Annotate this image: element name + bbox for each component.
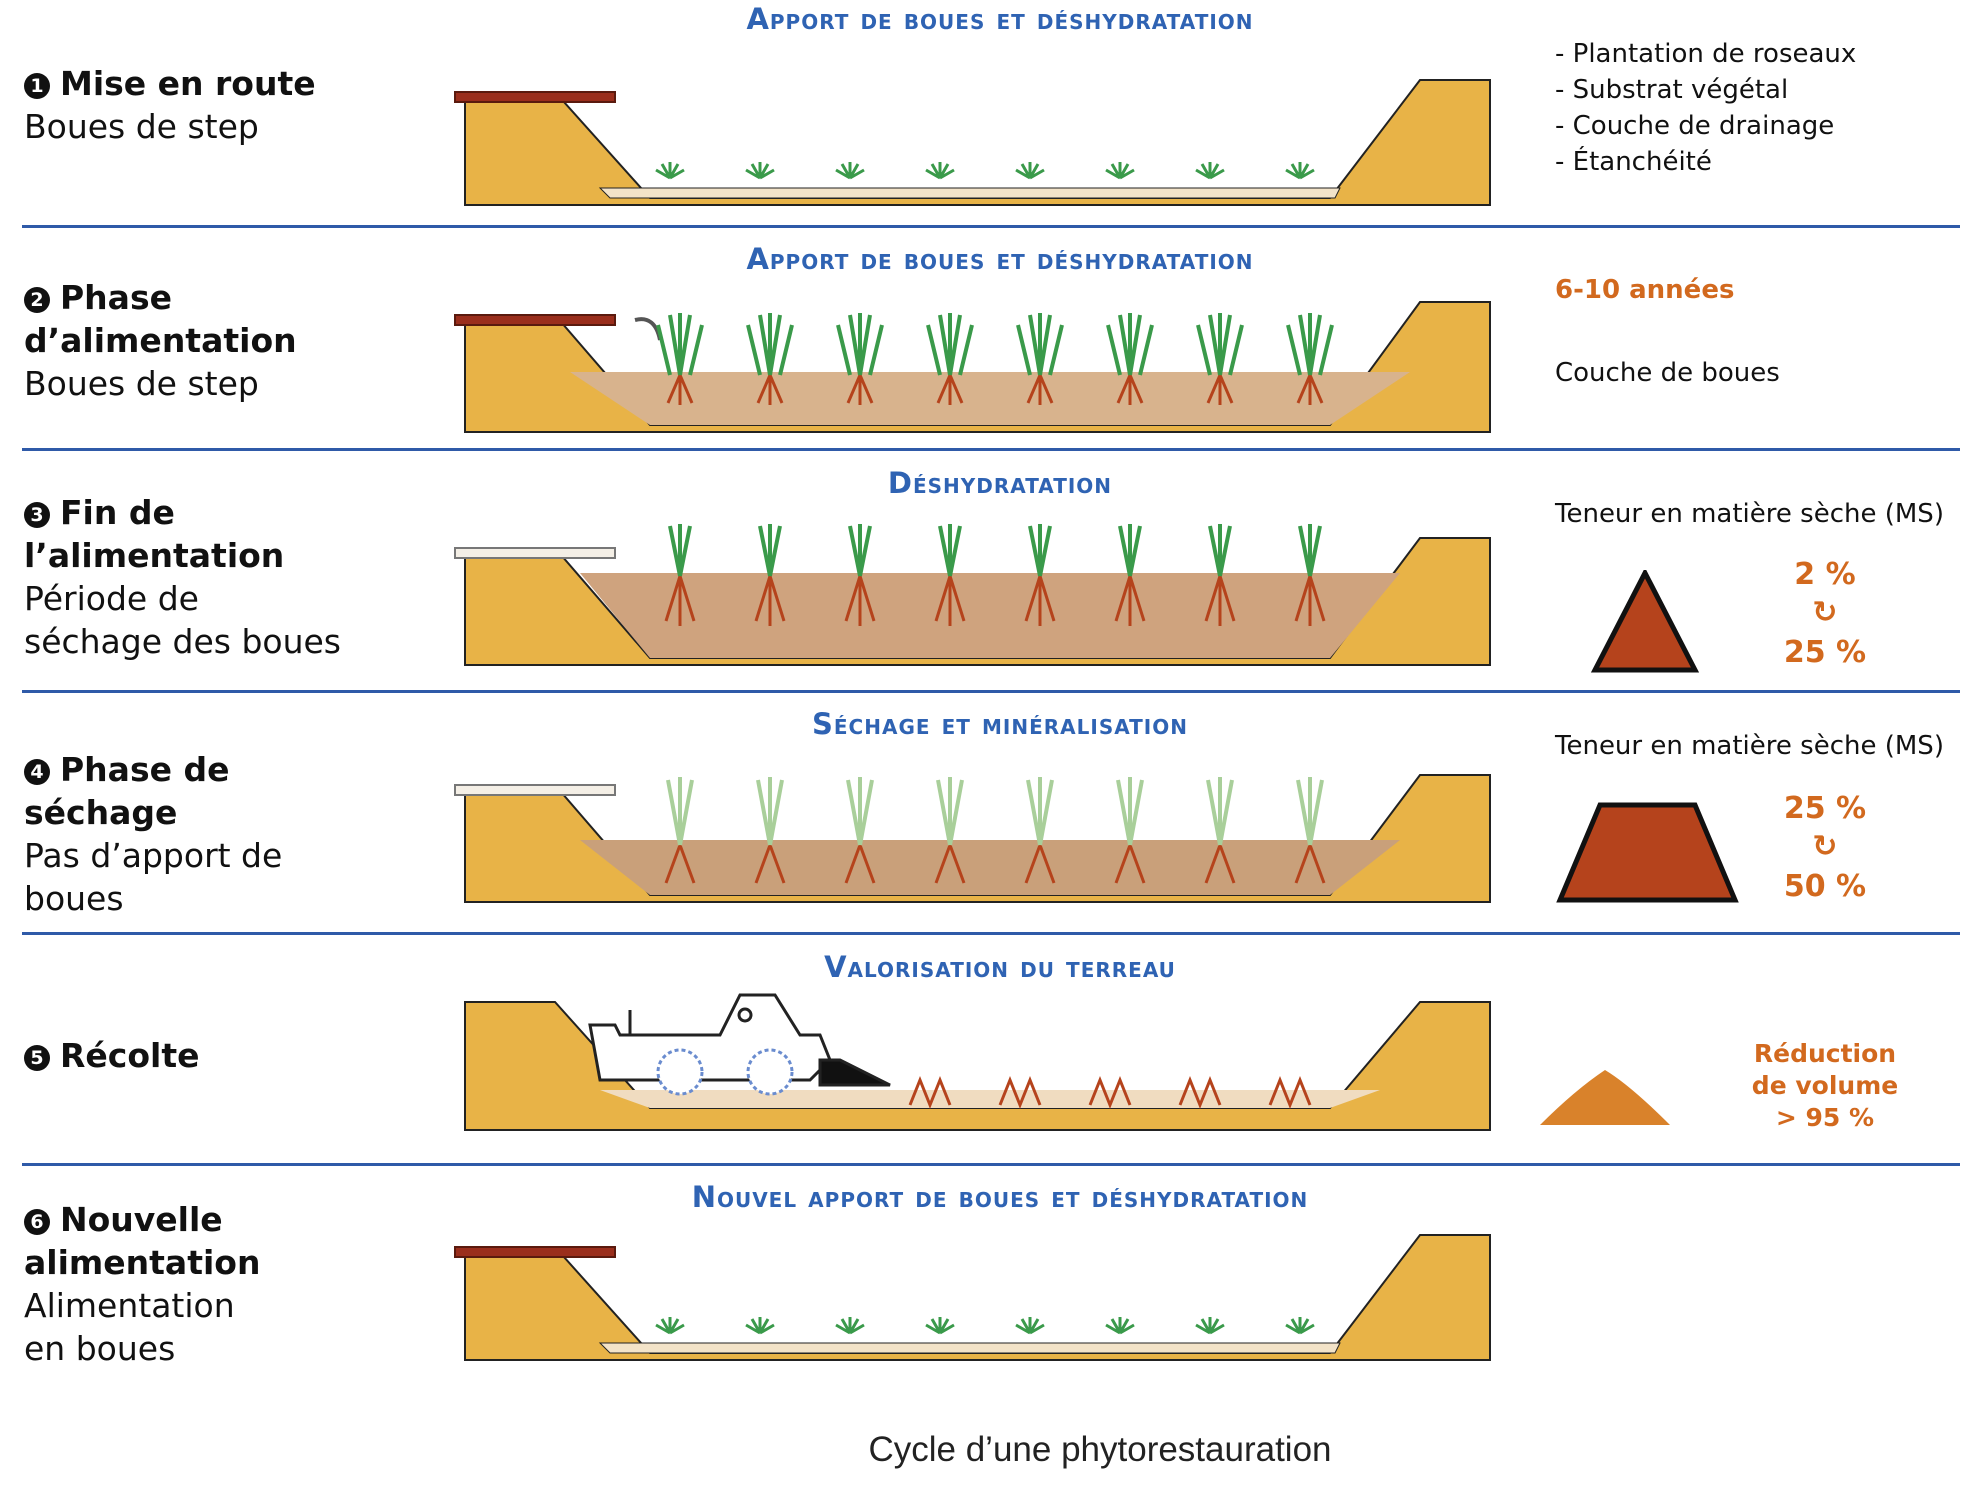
stage-label-5: 5 Récolte: [24, 1034, 200, 1077]
reed-seedlings: [655, 162, 1315, 180]
stage-subtitle-4: Pas d’apport de boues: [24, 836, 283, 918]
dry-matter-label-4: Teneur en matière sèche (MS): [1555, 731, 1944, 761]
duration-note: 6-10 années: [1555, 275, 1735, 305]
dry-matter-from-3: 2 %: [1794, 557, 1856, 592]
cycle-arrow-icon: ↻: [1812, 829, 1838, 864]
feed-pipe: [454, 1246, 616, 1258]
stage-banner-1: Apport de boues et déshydratation: [746, 2, 1254, 36]
stage-subtitle-2: Boues de step: [24, 364, 259, 403]
stage-subtitle-6: Alimentation en boues: [24, 1286, 235, 1368]
stage-banner-4: Séchage et minéralisation: [812, 707, 1188, 741]
stage-title-3: Fin de l’alimentation: [24, 493, 285, 575]
sludge-layer-note: Couche de boues: [1555, 358, 1780, 388]
dry-matter-to-3: 25 %: [1783, 635, 1867, 670]
stage-banner-6: Nouvel apport de boues et déshydratation: [691, 1180, 1309, 1214]
feed-pipe-off: [454, 547, 616, 559]
dry-matter-from-4: 25 %: [1783, 791, 1867, 826]
basin-5: [464, 993, 1491, 1131]
stage-number-6: 6: [24, 1209, 50, 1235]
basin-3: [454, 524, 1491, 666]
compost-heap-icon: [1540, 1070, 1670, 1125]
stage-title-1: Mise en route: [60, 64, 316, 103]
feed-pipe: [454, 314, 616, 326]
reeds-drying: [664, 777, 1326, 884]
dry-matter-label-3: Teneur en matière sèche (MS): [1555, 499, 1944, 529]
stage-title-5: Récolte: [60, 1036, 200, 1075]
figure-caption: Cycle d’une phytorestauration: [868, 1430, 1332, 1469]
stage-banner-5: Valorisation du terreau: [824, 950, 1176, 984]
layers-list: - Plantation de roseaux - Substrat végét…: [1555, 36, 1856, 180]
stage-subtitle-3: Période de séchage des boues: [24, 579, 341, 661]
feed-pipe: [454, 91, 616, 103]
basin-4: [454, 774, 1491, 903]
volume-reduction-line3: > 95 %: [1775, 1103, 1875, 1132]
layer-item: - Substrat végétal: [1555, 75, 1789, 105]
volume-reduction-note: Réduction de volume > 95 %: [1740, 1038, 1910, 1134]
cycle-arrow-icon: ↻: [1812, 595, 1838, 630]
stage-title-2: Phase d’alimentation: [24, 278, 297, 360]
reeds: [656, 313, 1334, 405]
sludge-pile-small-icon: [1590, 570, 1700, 673]
volume-reduction-line1: Réduction: [1753, 1039, 1897, 1068]
stage-number-3: 3: [24, 502, 50, 528]
stage-banner-2: Apport de boues et déshydratation: [746, 242, 1254, 276]
basin-2: [454, 301, 1491, 433]
basin-6: [454, 1234, 1491, 1361]
sludge-jet: [634, 317, 662, 341]
volume-reduction-line2: de volume: [1751, 1071, 1899, 1100]
divider-2: [22, 448, 1960, 451]
sludge-pile-large-icon: [1556, 802, 1739, 903]
divider-5: [22, 1163, 1960, 1166]
divider-4: [22, 932, 1960, 935]
stage-number-1: 1: [24, 73, 50, 99]
cut-reeds: [908, 1075, 1312, 1110]
stage-banner-3: Déshydratation: [887, 466, 1113, 500]
stage-number-5: 5: [24, 1045, 50, 1071]
stage-title-4: Phase de séchage: [24, 750, 230, 832]
divider-1: [22, 225, 1960, 228]
feed-pipe-off: [454, 784, 616, 796]
stage-subtitle-1: Boues de step: [24, 107, 259, 146]
divider-3: [22, 690, 1960, 693]
layer-item: - Plantation de roseaux: [1555, 39, 1857, 69]
basin-1: [454, 79, 1491, 206]
stage-title-6: Nouvelle alimentation: [24, 1200, 261, 1282]
reed-seedlings: [655, 1317, 1315, 1335]
stage-label-1: 1 Mise en route Boues de step: [24, 62, 316, 148]
stage-number-4: 4: [24, 759, 50, 785]
stage-number-2: 2: [24, 287, 50, 313]
loader-vehicle: [588, 993, 891, 1096]
dry-matter-to-4: 50 %: [1783, 869, 1867, 904]
layer-item: - Couche de drainage: [1555, 111, 1835, 141]
reeds: [664, 524, 1326, 626]
layer-item: - Étanchéité: [1555, 147, 1712, 177]
